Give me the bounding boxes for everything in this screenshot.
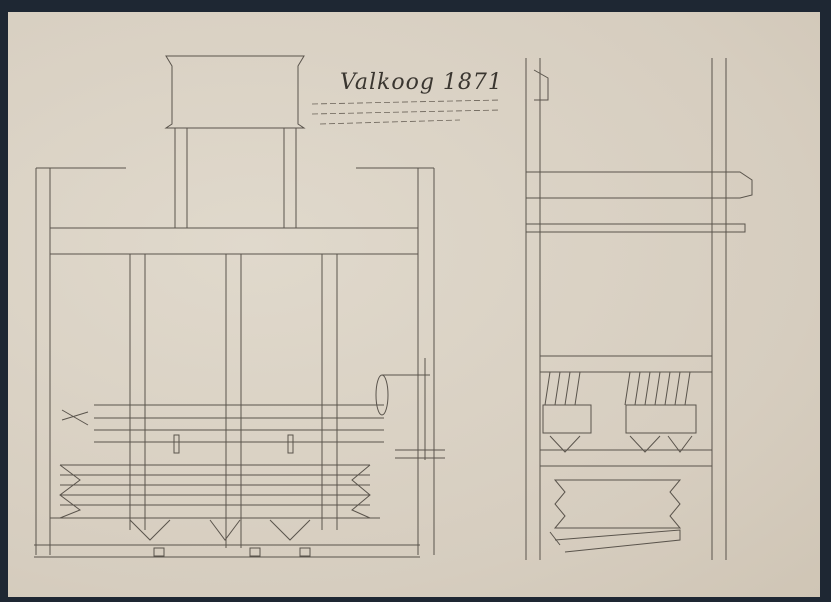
handwritten-note (311, 99, 501, 125)
side-elevation (525, 58, 753, 560)
front-elevation (34, 55, 445, 558)
drawing-sheet (8, 12, 820, 597)
drawing-title: Valkoog 1871 (340, 70, 503, 95)
